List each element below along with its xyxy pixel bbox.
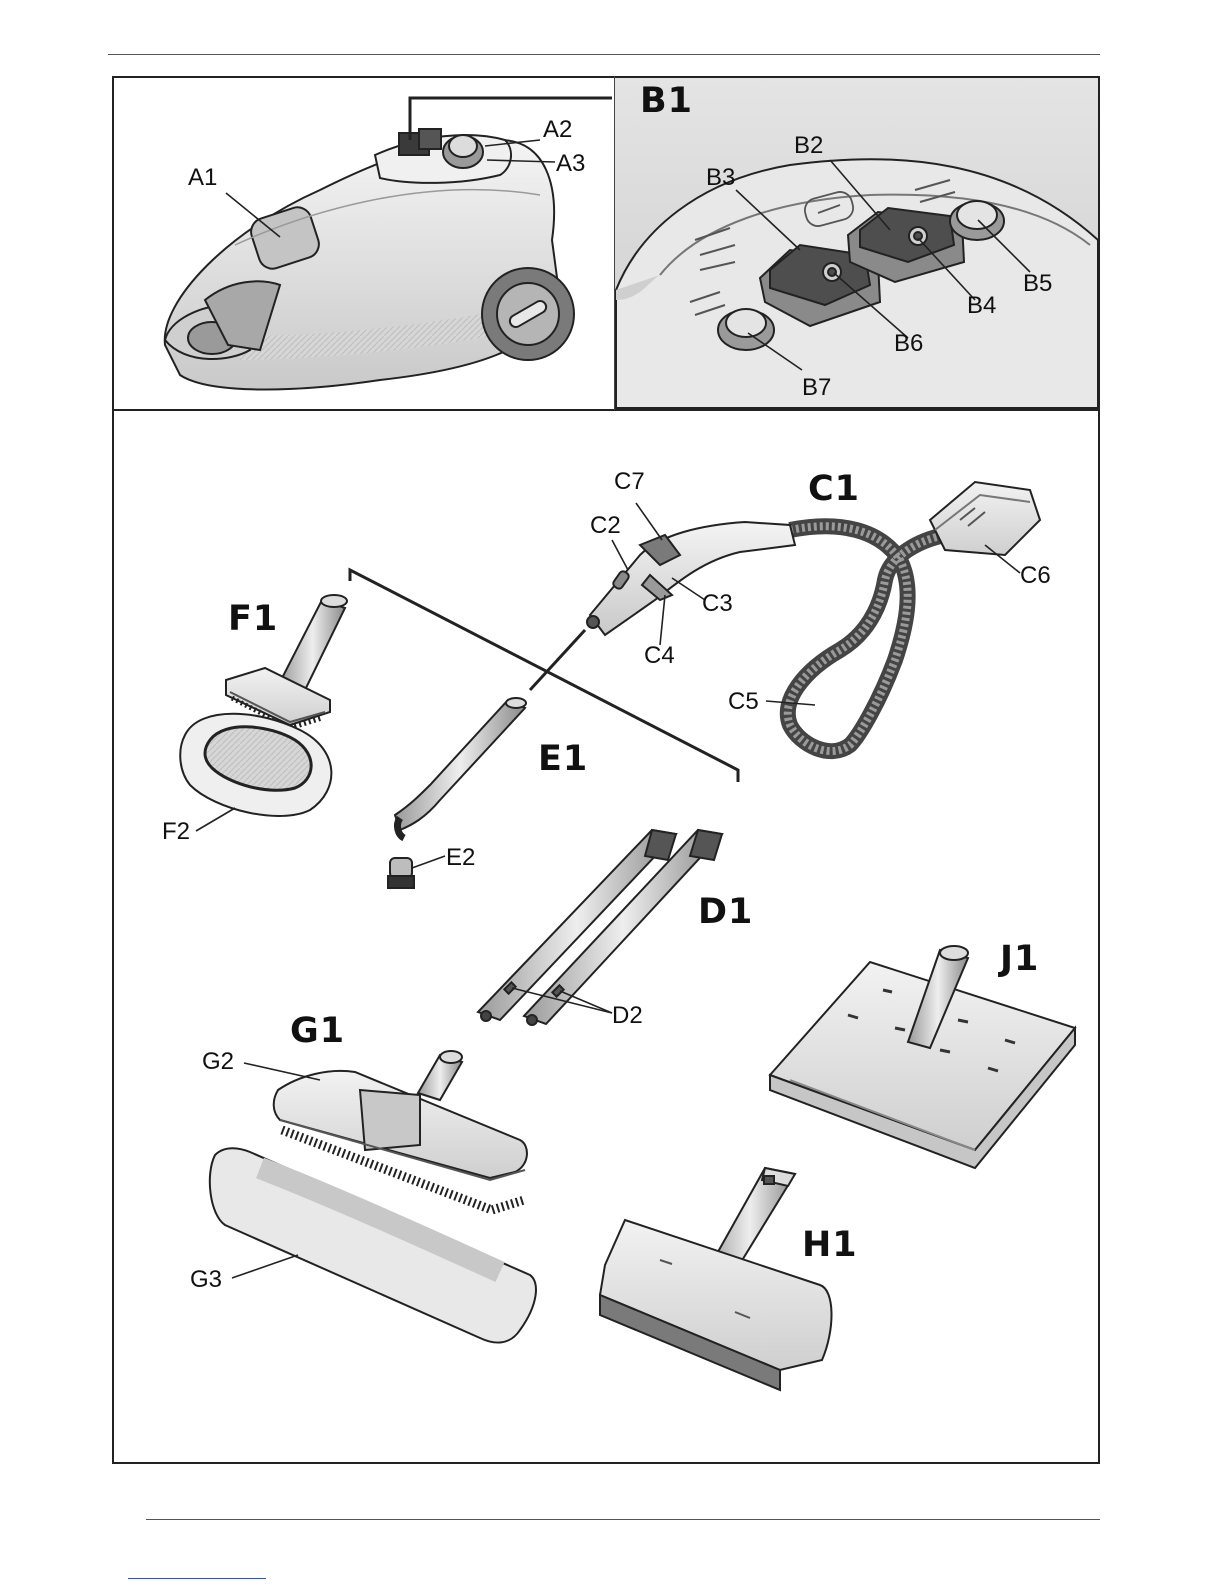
f2-leader-line: [196, 808, 235, 831]
label-b3: B3: [706, 166, 735, 190]
label-a1: A1: [188, 166, 217, 190]
label-f1: F1: [228, 602, 278, 637]
d2-leader-lines: [512, 988, 612, 1013]
label-b4: B4: [967, 294, 996, 318]
label-d1: D1: [698, 895, 753, 930]
label-f2: F2: [162, 820, 190, 844]
brush-cover: [180, 714, 331, 816]
label-b6: B6: [894, 332, 923, 356]
label-a3: A3: [556, 152, 585, 176]
label-b2: B2: [794, 134, 823, 158]
label-c4: C4: [644, 644, 675, 668]
steam-cleaner-unit: [165, 129, 574, 390]
label-g1: G1: [290, 1014, 345, 1049]
label-d2: D2: [612, 1004, 643, 1028]
label-b1: B1: [640, 84, 693, 119]
label-e1: E1: [538, 742, 588, 777]
label-c7: C7: [614, 470, 645, 494]
label-b5: B5: [1023, 272, 1052, 296]
label-g3: G3: [190, 1268, 222, 1292]
label-b7: B7: [802, 376, 831, 400]
label-j1: J1: [1000, 942, 1039, 977]
steam-gun-hose: [587, 482, 1040, 751]
window-squeegee: [600, 1168, 832, 1390]
e2-leader-line: [412, 856, 445, 868]
label-h1: H1: [802, 1228, 858, 1263]
label-e2: E2: [446, 846, 475, 870]
window-pad: [770, 946, 1075, 1168]
label-c2: C2: [590, 514, 621, 538]
label-a2: A2: [543, 118, 572, 142]
label-c6: C6: [1020, 564, 1051, 588]
label-c1: C1: [808, 472, 860, 507]
label-c5: C5: [728, 690, 759, 714]
label-c3: C3: [702, 592, 733, 616]
extension-tubes: [478, 830, 722, 1025]
label-g2: G2: [202, 1050, 234, 1074]
